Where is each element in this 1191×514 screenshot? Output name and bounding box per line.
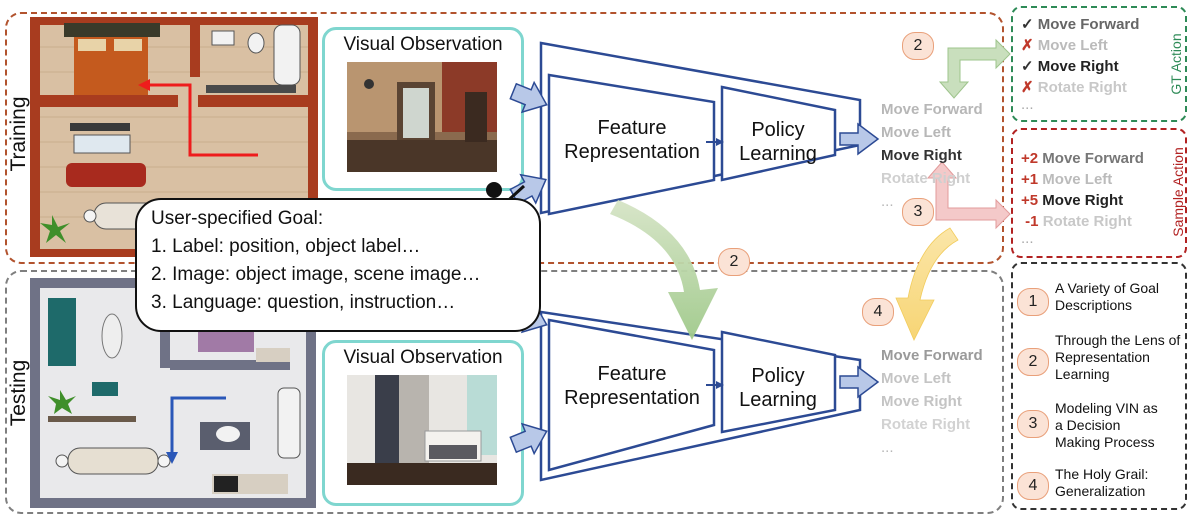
action-ellipsis: ... xyxy=(881,439,894,456)
sample-action-title: Sample Action xyxy=(1170,147,1186,237)
gt-item-rotate-right: ✗ Rotate Right xyxy=(1021,79,1127,96)
legend-badge-2: 2 xyxy=(1017,348,1049,376)
user-goal-callout: User-specified Goal: 1. Label: position,… xyxy=(135,198,541,332)
badge-gt-2: 2 xyxy=(902,32,934,60)
legend-item-3: Modeling VIN as a Decision Making Proces… xyxy=(1055,400,1158,450)
action-move-left: Move Left xyxy=(881,124,952,141)
legend-badge-4: 4 xyxy=(1017,472,1049,500)
legend-badge-3: 3 xyxy=(1017,410,1049,438)
badge-transfer-2: 2 xyxy=(718,248,750,276)
legend-badge-1: 1 xyxy=(1017,288,1049,316)
test-observation-image xyxy=(347,375,497,485)
badge-sample-3: 3 xyxy=(902,198,934,226)
legend-item-4: The Holy Grail: Generalization xyxy=(1055,466,1149,499)
sample-item-move-left: +1 Move Left xyxy=(1021,171,1113,188)
legend-item-2: Through the Lens of Representation Learn… xyxy=(1055,332,1181,382)
legend-item-1: A Variety of Goal Descriptions xyxy=(1055,280,1160,313)
train-visual-observation: Visual Observation xyxy=(322,27,524,191)
goal-title: User-specified Goal: xyxy=(151,208,324,229)
goal-line-label: 1. Label: position, object label… xyxy=(151,236,421,257)
action-rotate-right: Rotate Right xyxy=(881,416,971,433)
action-ellipsis: ... xyxy=(881,193,894,210)
test-action-list: Move Forward Move Left Move Right Rotate… xyxy=(881,344,983,459)
action-move-right: Move Right xyxy=(881,393,962,410)
goal-line-image: 2. Image: object image, scene image… xyxy=(151,264,481,285)
legend-box: 1 A Variety of Goal Descriptions 2 Throu… xyxy=(1011,262,1187,510)
train-observation-title: Visual Observation xyxy=(343,34,503,55)
sample-item-rotate-right: -1 Rotate Right xyxy=(1025,213,1132,230)
test-observation-title: Visual Observation xyxy=(343,347,503,368)
badge-general-4: 4 xyxy=(862,298,894,326)
gt-item-move-forward: ✓ Move Forward xyxy=(1021,16,1140,33)
sample-action-box: +2 Move Forward +1 Move Left +5 Move Rig… xyxy=(1011,128,1187,258)
action-rotate-right: Rotate Right xyxy=(881,170,971,187)
action-move-left: Move Left xyxy=(881,370,952,387)
sample-item-move-forward: +2 Move Forward xyxy=(1021,150,1144,167)
train-observation-image xyxy=(347,62,497,172)
goal-line-language: 3. Language: question, instruction… xyxy=(151,292,456,313)
action-move-forward: Move Forward xyxy=(881,101,983,118)
action-move-forward: Move Forward xyxy=(881,347,983,364)
gt-item-move-left: ✗ Move Left xyxy=(1021,37,1108,54)
gt-item-move-right: ✓ Move Right xyxy=(1021,58,1119,75)
train-action-list: Move Forward Move Left Move Right Rotate… xyxy=(881,98,983,213)
sample-item-move-right: +5 Move Right xyxy=(1021,192,1124,209)
action-move-right: Move Right xyxy=(881,147,962,164)
test-visual-observation: Visual Observation xyxy=(322,340,524,506)
gt-action-title: GT Action xyxy=(1168,33,1184,95)
gt-action-box: ✓ Move Forward ✗ Move Left ✓ Move Right … xyxy=(1011,6,1187,122)
